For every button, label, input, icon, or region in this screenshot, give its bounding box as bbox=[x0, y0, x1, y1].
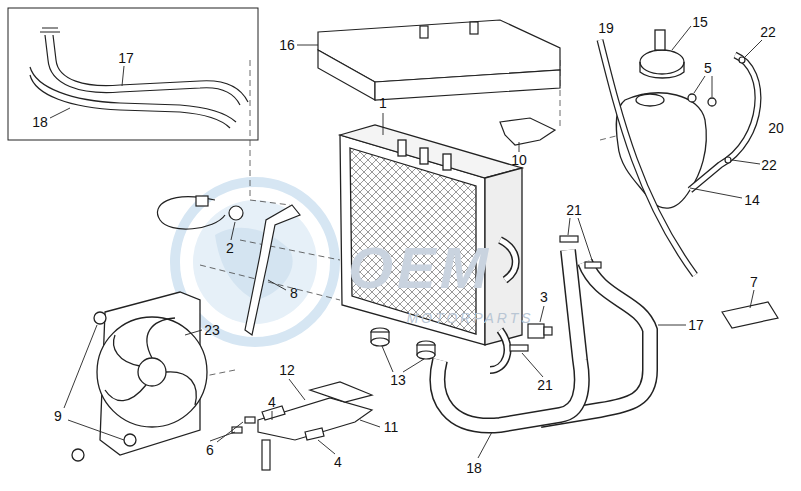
callout-number: 21 bbox=[537, 377, 553, 393]
callout-number: 15 bbox=[692, 14, 708, 30]
callout-number: 4 bbox=[268, 394, 276, 410]
leader-lines bbox=[50, 26, 762, 458]
fan bbox=[72, 292, 207, 461]
callout-number: 18 bbox=[32, 114, 48, 130]
lower-bracket bbox=[232, 382, 372, 470]
inset-hoses bbox=[30, 28, 248, 128]
callout-number: 22 bbox=[761, 157, 777, 173]
callout-number: 18 bbox=[466, 460, 482, 476]
watermark: MOTORPARTS bbox=[406, 310, 533, 326]
callout-number: 1 bbox=[379, 95, 387, 111]
watermark: OEM bbox=[348, 238, 492, 298]
callout-number: 10 bbox=[511, 152, 527, 168]
callout-number: 17 bbox=[688, 317, 704, 333]
grommets bbox=[371, 328, 435, 359]
callout-number: 19 bbox=[598, 20, 614, 36]
callout-number: 20 bbox=[768, 120, 784, 136]
sensor-2 bbox=[157, 196, 243, 229]
callout-number: 4 bbox=[334, 454, 342, 470]
top-bracket bbox=[318, 20, 560, 100]
callout-number: 16 bbox=[279, 37, 295, 53]
callout-number: 23 bbox=[204, 322, 220, 338]
callout-number: 22 bbox=[760, 24, 776, 40]
callout-number: 12 bbox=[279, 362, 295, 378]
inset-frame bbox=[8, 8, 258, 140]
part-7 bbox=[722, 302, 778, 328]
overflow-hoses bbox=[600, 40, 758, 275]
callout-number: 21 bbox=[566, 202, 582, 218]
callout-number: 11 bbox=[384, 419, 399, 435]
callout-number: 13 bbox=[390, 372, 406, 388]
callout-number: 3 bbox=[540, 289, 548, 305]
callout-number: 2 bbox=[226, 240, 234, 256]
callout-number: 7 bbox=[750, 274, 758, 290]
radiator bbox=[340, 125, 522, 370]
callout-number: 8 bbox=[290, 285, 298, 301]
callout-number: 6 bbox=[206, 442, 214, 458]
bracket-10 bbox=[500, 118, 555, 145]
callout-number: 14 bbox=[744, 192, 760, 208]
callout-number: 9 bbox=[54, 408, 62, 424]
strap-8 bbox=[245, 205, 300, 335]
guide-lines bbox=[135, 60, 680, 390]
callout-number: 5 bbox=[704, 60, 712, 76]
sensor-3 bbox=[528, 324, 552, 338]
callout-number: 17 bbox=[118, 50, 134, 66]
